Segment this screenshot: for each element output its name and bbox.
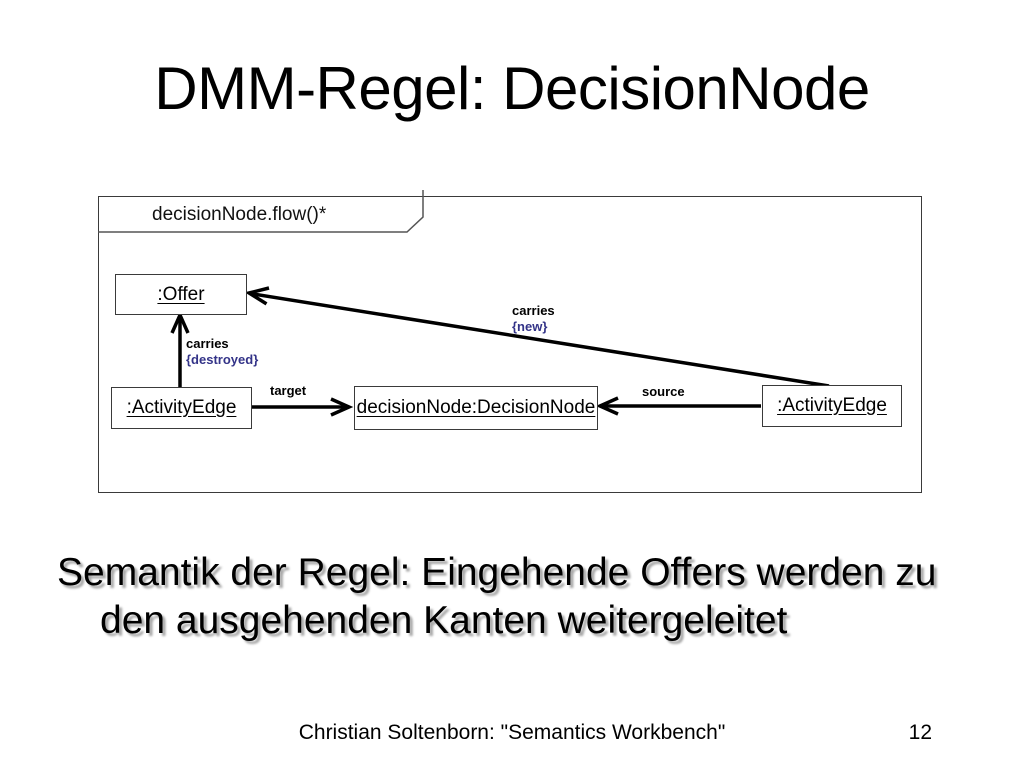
edge-constraint-new: {new} (512, 319, 548, 334)
node-activity-edge-right: :ActivityEdge (762, 385, 902, 427)
node-offer-label: :Offer (157, 283, 205, 305)
page-number: 12 (908, 721, 932, 744)
body-text: Semantik der Regel: Eingehende Offers we… (57, 549, 987, 645)
edge-constraint-destroyed: {destroyed} (186, 352, 259, 367)
node-decision-node-label: decisionNode:DecisionNode (356, 397, 596, 418)
body-text-line1: Semantik der Regel: Eingehende Offers we… (57, 551, 937, 594)
slide-title: DMM-Regel: DecisionNode (154, 55, 870, 122)
edge-label-target: target (270, 383, 307, 398)
footer-credit: Christian Soltenborn: "Semantics Workben… (298, 721, 726, 744)
edge-label-carries-destroyed: carries (186, 336, 229, 351)
node-offer: :Offer (115, 274, 247, 315)
frame-tab-label: decisionNode.flow()* (152, 204, 327, 225)
edge-label-source: source (642, 384, 685, 399)
node-activity-edge-left: :ActivityEdge (111, 387, 252, 429)
node-decision-node: decisionNode:DecisionNode (354, 386, 598, 430)
node-activity-edge-left-label: :ActivityEdge (126, 397, 237, 418)
edge-label-carries-new: carries (512, 303, 555, 318)
node-activity-edge-right-label: :ActivityEdge (777, 395, 887, 416)
body-text-line2: den ausgehenden Kanten weitergeleitet (100, 599, 788, 642)
